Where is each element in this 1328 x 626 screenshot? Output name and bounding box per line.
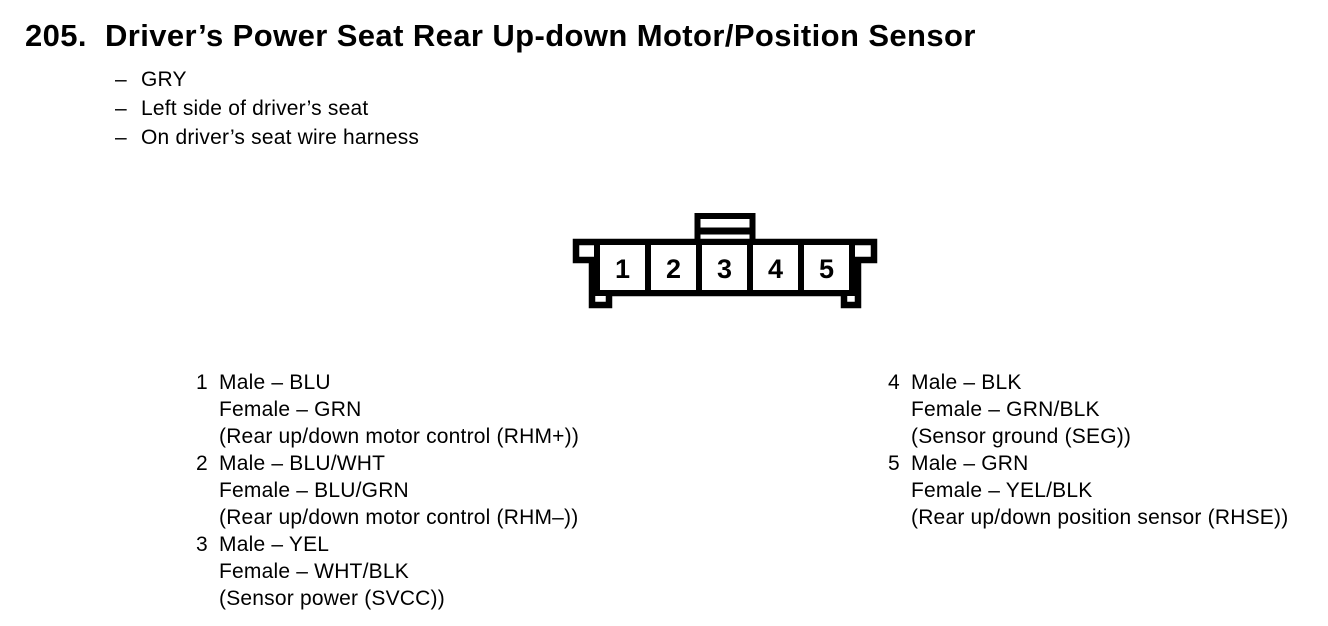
pin-details-right-column: 4 Male – BLK Female – GRN/BLK (Sensor gr… — [888, 369, 1288, 531]
pin-cell-label-4: 4 — [768, 254, 783, 284]
pin-item-5: 5 Male – GRN Female – YEL/BLK (Rear up/d… — [888, 450, 1288, 531]
pin-number: 3 — [196, 533, 208, 556]
pin-function: (Sensor power (SVCC)) — [219, 587, 445, 610]
note-line: – On driver’s seat wire harness — [115, 123, 419, 152]
pin-cell-label-5: 5 — [819, 254, 834, 284]
pin-lines: Male – BLU/WHT Female – BLU/GRN (Rear up… — [219, 450, 578, 531]
pin-function: (Rear up/down motor control (RHM–)) — [219, 506, 579, 529]
section-title-row: 205. Driver’s Power Seat Rear Up-down Mo… — [25, 18, 976, 54]
pin-female-wire: Female – WHT/BLK — [219, 560, 409, 583]
pin-number: 4 — [888, 371, 900, 394]
note-text: GRY — [141, 68, 187, 91]
pin-function: (Rear up/down position sensor (RHSE)) — [911, 506, 1289, 529]
pin-male-wire: Male – BLU — [219, 371, 331, 394]
pin-lines: Male – GRN Female – YEL/BLK (Rear up/dow… — [911, 450, 1288, 531]
dash-glyph: – — [115, 126, 127, 149]
pin-cell-1 — [594, 239, 651, 296]
note-line: – Left side of driver’s seat — [115, 94, 419, 123]
pin-female-wire: Female – GRN/BLK — [911, 398, 1100, 421]
pin-cell-label-3: 3 — [717, 254, 732, 284]
pin-cell-label-2: 2 — [666, 254, 681, 284]
pin-male-wire: Male – BLK — [911, 371, 1022, 394]
pin-item-1: 1 Male – BLU Female – GRN (Rear up/down … — [196, 369, 579, 450]
pin-female-wire: Female – BLU/GRN — [219, 479, 409, 502]
dash-glyph: – — [115, 68, 127, 91]
pin-lines: Male – BLU Female – GRN (Rear up/down mo… — [219, 369, 579, 450]
pin-cell-label-1: 1 — [615, 254, 630, 284]
connector-diagram: 1 2 3 4 5 — [565, 205, 885, 320]
pin-number: 1 — [196, 371, 208, 394]
pin-item-4: 4 Male – BLK Female – GRN/BLK (Sensor gr… — [888, 369, 1288, 450]
dash-glyph: – — [115, 97, 127, 120]
pin-male-wire: Male – YEL — [219, 533, 330, 556]
note-text: On driver’s seat wire harness — [141, 126, 420, 149]
pin-cell-5 — [798, 239, 855, 296]
pin-item-3: 3 Male – YEL Female – WHT/BLK (Sensor po… — [196, 531, 579, 612]
pin-female-wire: Female – GRN — [219, 398, 362, 421]
connector-svg: 1 2 3 4 5 — [572, 213, 878, 309]
note-text: Left side of driver’s seat — [141, 97, 369, 120]
pin-male-wire: Male – BLU/WHT — [219, 452, 386, 475]
page-title: Driver’s Power Seat Rear Up-down Motor/P… — [105, 18, 976, 53]
pin-lines: Male – BLK Female – GRN/BLK (Sensor grou… — [911, 369, 1131, 450]
pin-number: 2 — [196, 452, 208, 475]
pin-number: 5 — [888, 452, 900, 475]
pin-details-left-column: 1 Male – BLU Female – GRN (Rear up/down … — [196, 369, 579, 612]
pin-cell-2 — [645, 239, 702, 296]
pin-male-wire: Male – GRN — [911, 452, 1029, 475]
connector-notes: – GRY – Left side of driver’s seat – On … — [115, 65, 419, 152]
note-line: – GRY — [115, 65, 419, 94]
section-number: 205. — [25, 18, 87, 53]
pin-function: (Sensor ground (SEG)) — [911, 425, 1132, 448]
pin-function: (Rear up/down motor control (RHM+)) — [219, 425, 580, 448]
pin-female-wire: Female – YEL/BLK — [911, 479, 1093, 502]
pin-item-2: 2 Male – BLU/WHT Female – BLU/GRN (Rear … — [196, 450, 579, 531]
pin-lines: Male – YEL Female – WHT/BLK (Sensor powe… — [219, 531, 445, 612]
